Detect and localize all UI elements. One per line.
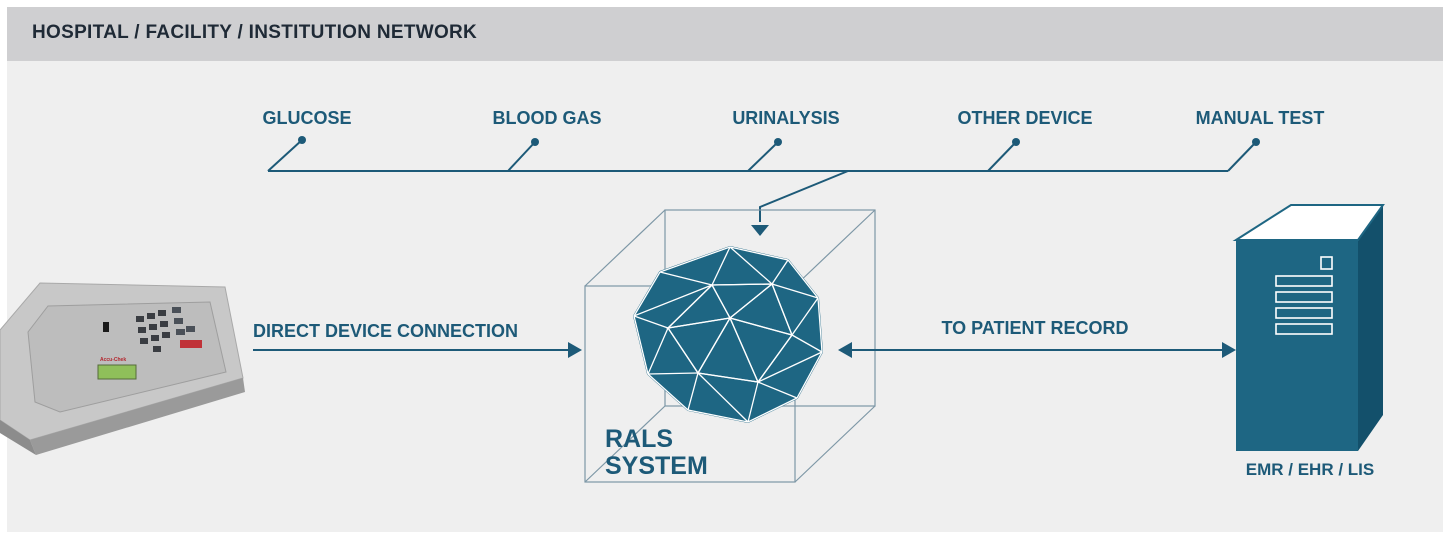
bus-arrow-down-icon [751,225,769,236]
server-side [1236,205,1383,451]
dot-blood-gas [531,138,539,146]
dot-manual-test [1252,138,1260,146]
rals-label-line1: RALS [605,425,673,453]
diagram-frame: HOSPITAL / FACILITY / INSTITUTION NETWOR… [7,7,1443,532]
device-label-manual-test: MANUAL TEST [1196,108,1325,128]
rals-label-line2: SYSTEM [605,452,708,480]
network-header: HOSPITAL / FACILITY / INSTITUTION NETWOR… [7,7,1443,61]
dot-glucose [298,136,306,144]
server-tower-icon [1232,204,1385,451]
connector-dots [298,136,1260,146]
patient-record-label: TO PATIENT RECORD [941,318,1128,338]
device-label-urinalysis: URINALYSIS [732,108,839,128]
direct-connection-label: DIRECT DEVICE CONNECTION [253,321,518,341]
device-unit-icon: Accu-Chek [0,282,245,455]
connector-urinalysis [747,141,779,172]
device-bus [267,139,1257,222]
dot-urinalysis [774,138,782,146]
direct-arrow-icon [568,342,582,358]
device-label-blood-gas: BLOOD GAS [492,108,601,128]
server-top [1232,204,1385,241]
device-logo-text: Accu-Chek [100,357,126,363]
connector-blood-gas [507,141,536,172]
connector-glucose [267,139,303,172]
server-front [1236,240,1358,451]
device-label-glucose: GLUCOSE [262,108,351,128]
device-label-other-device: OTHER DEVICE [957,108,1092,128]
right-arrow-icon [1222,342,1236,358]
bus-feed-line [759,170,849,222]
geodesic-sphere-icon [632,245,824,424]
left-arrow-icon [838,342,852,358]
dot-other-device [1012,138,1020,146]
connector-manual-test [1227,141,1257,172]
connector-other-device [987,141,1017,172]
network-title: HOSPITAL / FACILITY / INSTITUTION NETWOR… [32,22,478,43]
server-label: EMR / EHR / LIS [1246,460,1374,479]
